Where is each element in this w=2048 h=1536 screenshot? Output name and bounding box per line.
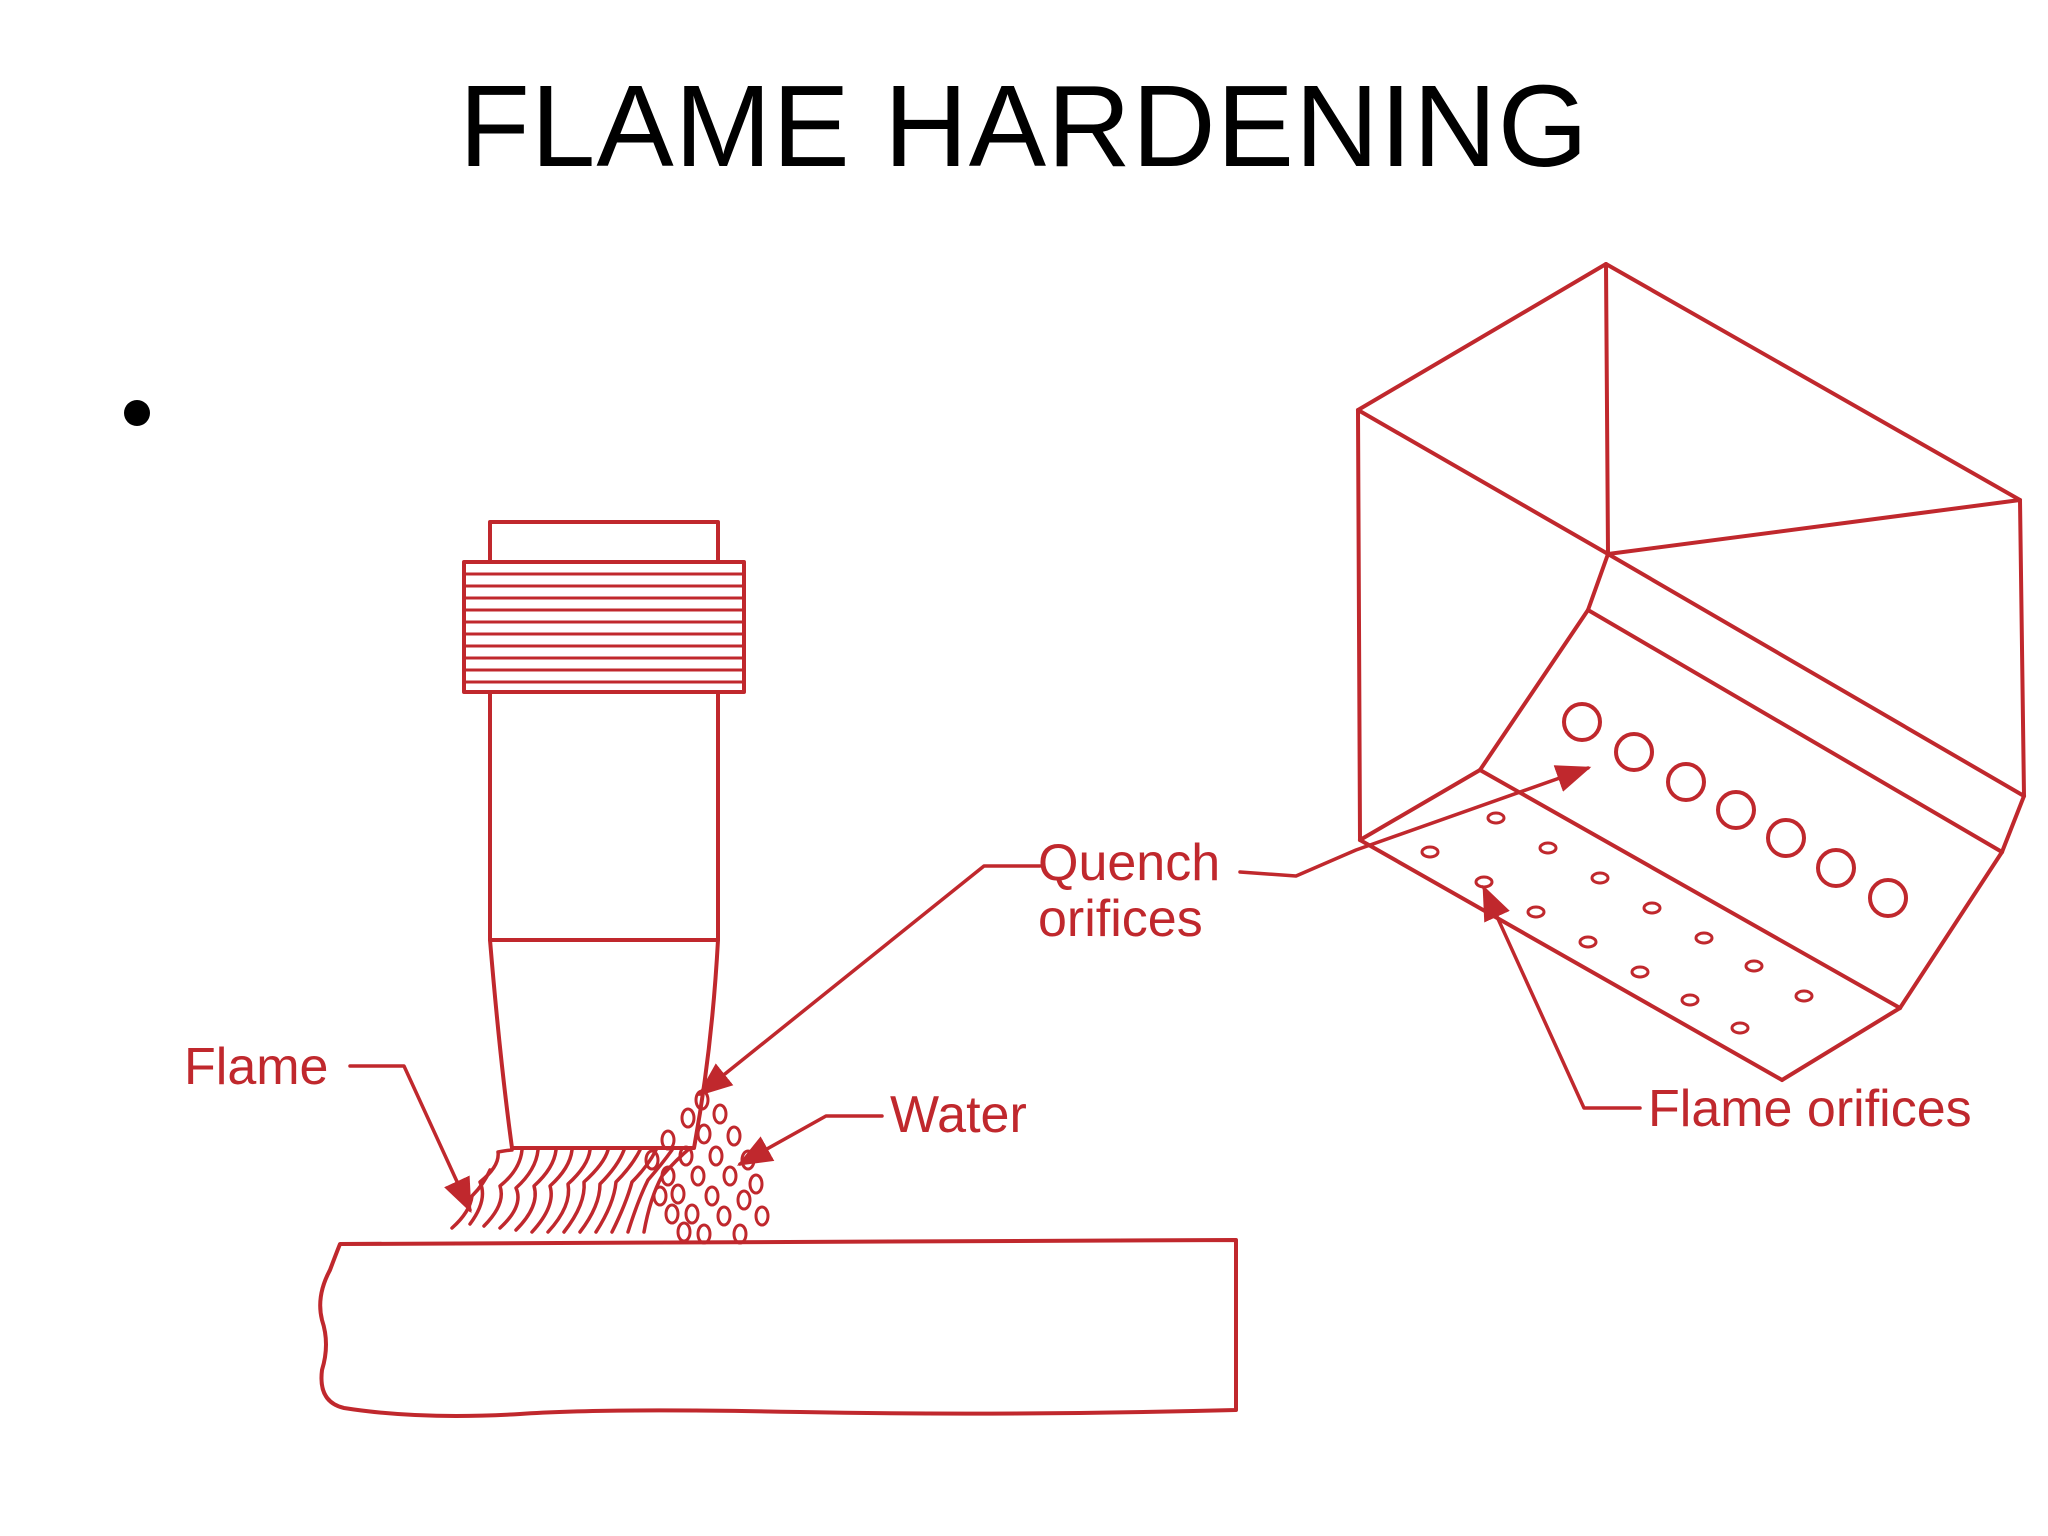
- quench-leader-right: [1238, 765, 1592, 878]
- quench-leader-left: [697, 864, 1042, 1097]
- label-flame: Flame: [184, 1038, 328, 1096]
- label-flame-orifices: Flame orifices: [1648, 1080, 1972, 1138]
- burner-top-face: [1356, 262, 2022, 556]
- torch-knurled-nut: [462, 560, 746, 694]
- burner-head: [1356, 262, 2026, 1082]
- quench-orifice-holes: [1562, 702, 1908, 918]
- label-quench-line2: orifices: [1038, 890, 1203, 948]
- label-water: Water: [890, 1086, 1027, 1144]
- torch-body: [488, 690, 720, 942]
- flame-leader: [348, 1064, 472, 1214]
- label-quench-line1: Quench: [1038, 834, 1220, 892]
- bullet-point: [124, 400, 150, 426]
- knurl-lines: [462, 572, 746, 684]
- torch-cap: [488, 520, 720, 564]
- workpiece: [318, 1238, 1238, 1418]
- flame-orifices-leader: [1482, 884, 1642, 1110]
- torch-nozzle: [488, 938, 720, 1150]
- torch: [462, 520, 746, 1150]
- water-droplets: [644, 1089, 770, 1245]
- leader-lines: [348, 765, 1642, 1214]
- flame-wavy-lines: [450, 1146, 692, 1234]
- flame-orifice-holes: [1420, 811, 1814, 1035]
- water-leader: [736, 1114, 884, 1166]
- page-title: FLAME HARDENING: [458, 61, 1590, 191]
